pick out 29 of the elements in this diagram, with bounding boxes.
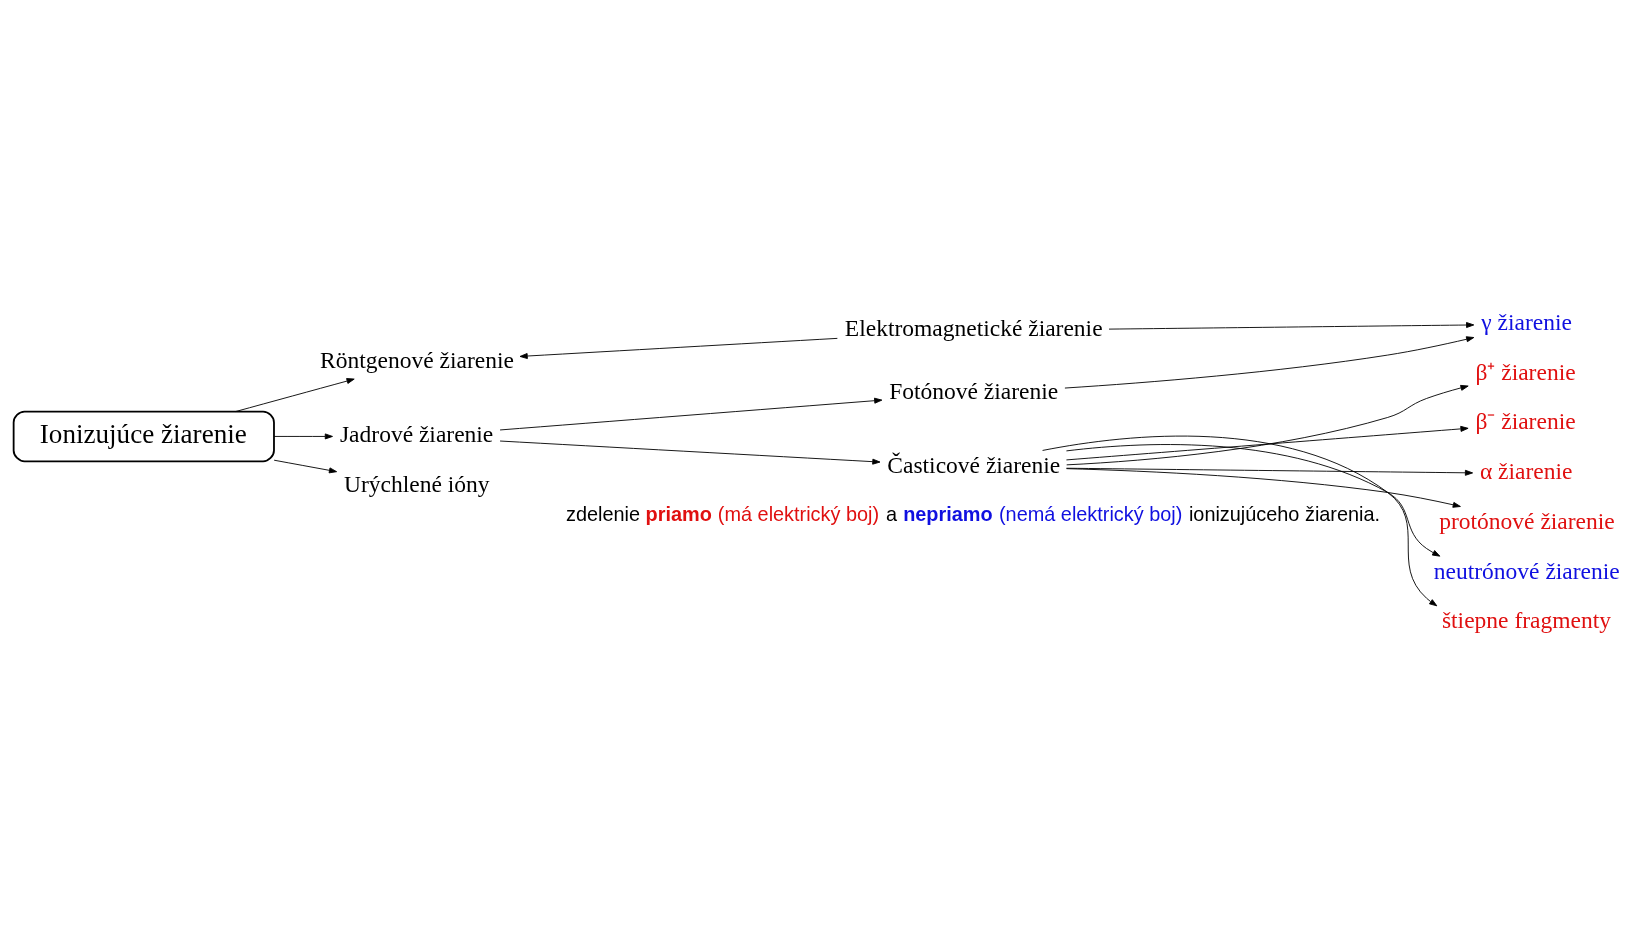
arrow [1064, 336, 1475, 389]
node-text: štiepne fragmenty [1441, 607, 1611, 634]
label: zdelenie priamo (má elektrický boj) a nepriamo (nemá elektrický boj) ionizujúceho žiarenia. [565, 503, 1381, 526]
arrow [273, 433, 333, 440]
arrow [519, 337, 838, 359]
arrow [235, 378, 355, 412]
arrow [1066, 384, 1469, 466]
node-text: Jadrové žiarenie [339, 421, 494, 448]
arrow [1042, 435, 1438, 607]
node-text: β⁺ žiarenie [1475, 358, 1576, 385]
arrow [499, 440, 881, 465]
arrow [1066, 425, 1469, 461]
arrow [499, 397, 883, 431]
node-text: Röntgenové žiarenie [320, 347, 514, 373]
arrow [1066, 444, 1441, 557]
arrow [1066, 467, 1474, 476]
node-text: Elektromagnetické žiarenie [844, 315, 1103, 342]
arrow [273, 459, 338, 474]
node-text: γ žiarenie [1481, 309, 1572, 336]
node-text: β⁻ žiarenie [1475, 408, 1576, 435]
node-text: neutrónové žiarenie [1433, 557, 1620, 584]
arrow [1066, 468, 1461, 508]
node-text: α žiarenie [1479, 458, 1573, 485]
arrow [1108, 322, 1475, 330]
node-text: Urýchlené ióny [344, 470, 490, 497]
node-text: protónové žiarenie [1439, 507, 1615, 534]
node-text: Fotónové žiarenie [889, 377, 1059, 404]
node-box: Ionizujúce žiarenie [12, 410, 275, 463]
node-text: Časticové žiarenie [887, 451, 1061, 478]
